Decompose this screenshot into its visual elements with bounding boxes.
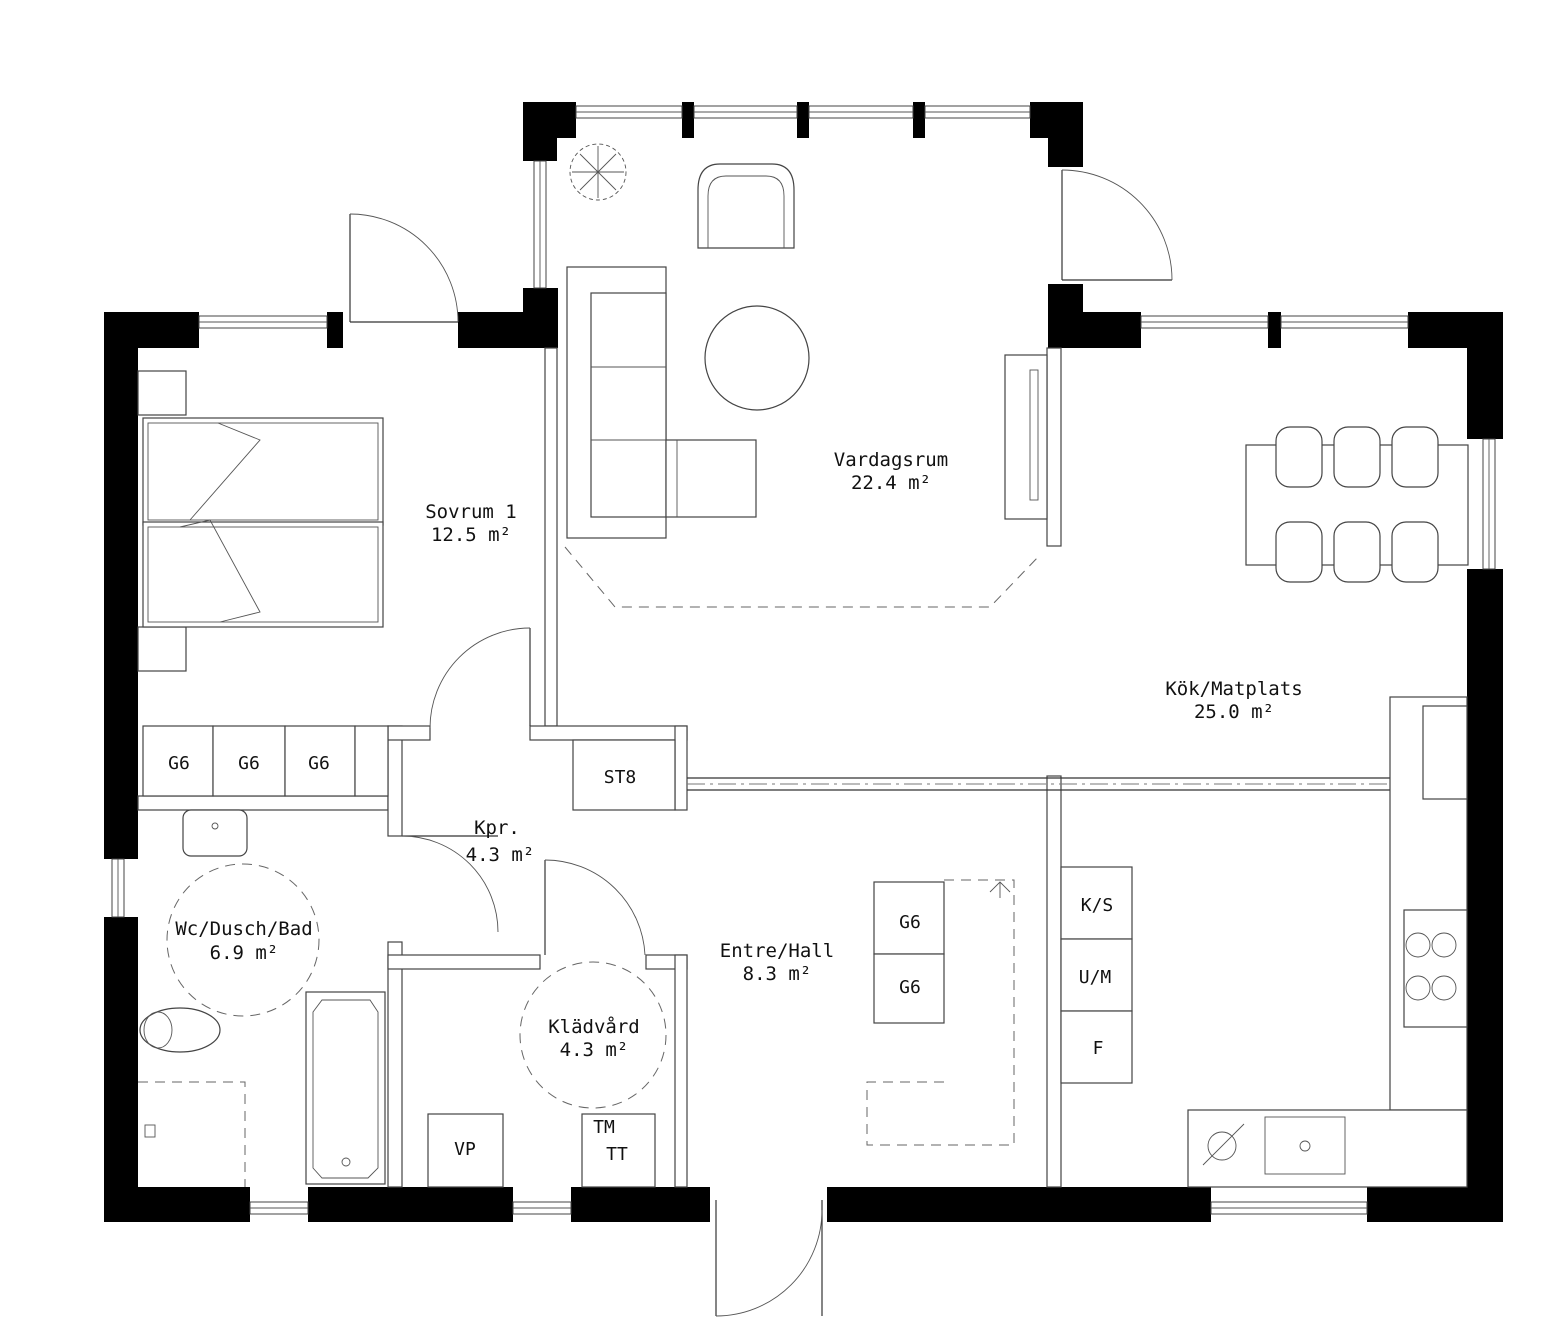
- fixture-labels: G6 G6 G6 G6 G6 ST8 K/S U/M F VP TM TT: [168, 753, 1113, 1165]
- room-area-entre: 8.3 m²: [743, 963, 812, 985]
- room-name-wc: Wc/Dusch/Bad: [175, 918, 312, 940]
- appliance-label-f: F: [1093, 1038, 1104, 1059]
- room-area-sovrum: 12.5 m²: [431, 524, 511, 546]
- windows: [111, 105, 1496, 1215]
- plant-icon: [569, 143, 627, 201]
- wardrobe-label: G6: [308, 753, 330, 774]
- room-name-kladvard: Klädvård: [548, 1015, 640, 1038]
- room-area-kpr: 4.3 m²: [466, 844, 535, 866]
- room-area-vardagsrum: 22.4 m²: [851, 472, 931, 494]
- wardrobe-label: G6: [899, 977, 921, 998]
- room-labels: Sovrum 1 12.5 m² Vardagsrum 22.4 m² Kök/…: [175, 449, 1302, 1061]
- exterior-walls: [104, 102, 1503, 1222]
- room-area-kok: 25.0 m²: [1194, 701, 1274, 723]
- room-name-sovrum: Sovrum 1: [425, 501, 517, 523]
- utility-fixtures: [427, 739, 1133, 1188]
- appliance-label-tt: TT: [606, 1144, 628, 1165]
- room-name-entre: Entre/Hall: [720, 940, 834, 962]
- bathroom-fixtures: [138, 809, 386, 1187]
- bedroom-furniture: [137, 370, 389, 797]
- wardrobe-label: G6: [168, 753, 190, 774]
- dining-furniture: [1245, 426, 1469, 583]
- appliance-label-tm: TM: [593, 1117, 615, 1138]
- storage-label: ST8: [604, 767, 637, 788]
- room-area-kladvard: 4.3 m²: [560, 1039, 629, 1061]
- room-area-wc: 6.9 m²: [210, 942, 279, 964]
- exterior-doors: [349, 169, 1173, 1317]
- living-furniture: [564, 143, 1048, 608]
- appliance-label-ks: K/S: [1081, 895, 1114, 916]
- kitchen-counters: [1187, 696, 1468, 1188]
- wardrobe-label: G6: [238, 753, 260, 774]
- room-name-kpr: Kpr.: [474, 817, 520, 839]
- interior-doors: [401, 627, 646, 956]
- appliance-label-vp: VP: [454, 1139, 476, 1160]
- room-name-kok: Kök/Matplats: [1165, 678, 1302, 700]
- appliance-label-um: U/M: [1079, 967, 1112, 988]
- room-name-vardagsrum: Vardagsrum: [834, 449, 948, 471]
- wardrobe-label: G6: [899, 912, 921, 933]
